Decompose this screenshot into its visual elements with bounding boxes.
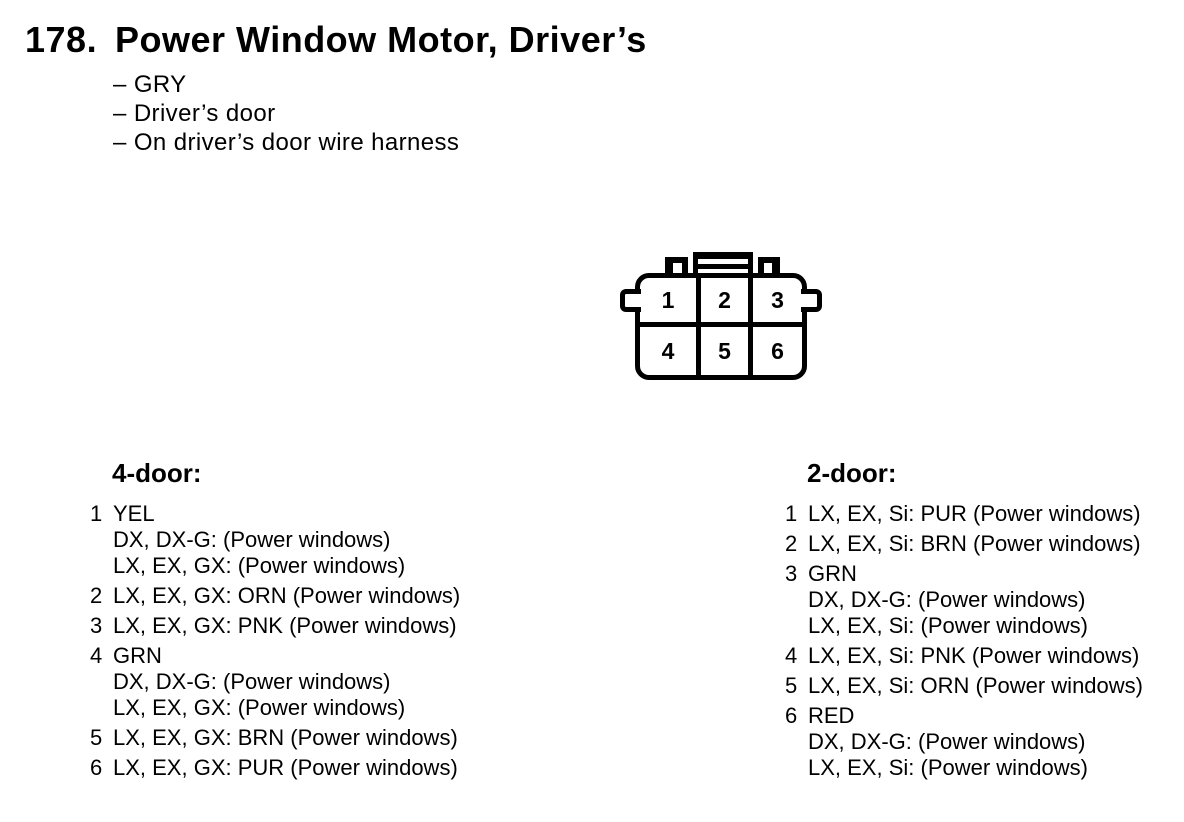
pin-entry-subline: LX, EX, Si: (Power windows)	[785, 755, 1180, 781]
pin-entry-subline: LX, EX, GX: (Power windows)	[90, 553, 510, 579]
pin-entry: 2 LX, EX, GX: ORN (Power windows)	[90, 583, 510, 609]
pin-entry-text: LX, EX, Si: PUR (Power windows)	[808, 501, 1141, 526]
pin-entry: 6 RED	[785, 703, 1180, 729]
pin-entry-number: 4	[785, 643, 798, 668]
pin-entry-subline: DX, DX-G: (Power windows)	[785, 587, 1180, 613]
connector-diagram: 1 2 3 4 5 6	[618, 251, 824, 383]
pin-entry: 5 LX, EX, GX: BRN (Power windows)	[90, 725, 510, 751]
pin-entry-text: GRN	[808, 561, 857, 586]
connector-pin-2: 2	[718, 286, 731, 313]
pin-entry-number	[785, 587, 808, 613]
pin-entry-number	[90, 669, 113, 695]
connector-tab-right	[758, 257, 780, 278]
pin-entry-number: 6	[785, 703, 798, 728]
pin-entry-subline: DX, DX-G: (Power windows)	[90, 527, 510, 553]
pin-entry-number: 4	[90, 643, 103, 668]
pin-entry: 3 GRN	[785, 561, 1180, 587]
pin-entry-number: 2	[90, 583, 103, 608]
pin-entry: 3 LX, EX, GX: PNK (Power windows)	[90, 613, 510, 639]
connector-pin-6: 6	[771, 337, 784, 364]
pin-entry-number	[785, 613, 808, 639]
connector-pin-1: 1	[661, 286, 675, 313]
heading-2-door: 2-door:	[807, 458, 897, 488]
pin-entry-text: LX, EX, GX: PNK (Power windows)	[113, 613, 457, 638]
pin-entry-number	[785, 729, 808, 755]
pin-entry: 1 YEL	[90, 501, 510, 527]
pin-entry-text: DX, DX-G: (Power windows)	[808, 587, 1086, 612]
pin-entry-text: LX, EX, GX: ORN (Power windows)	[113, 583, 461, 608]
pin-entry-text: YEL	[113, 501, 155, 526]
pin-entry-number: 3	[90, 613, 103, 638]
pin-entry: 4 GRN	[90, 643, 510, 669]
pin-entry-text: DX, DX-G: (Power windows)	[808, 729, 1086, 754]
pin-entry-text: DX, DX-G: (Power windows)	[113, 527, 391, 552]
pin-entry-text: DX, DX-G: (Power windows)	[113, 669, 391, 694]
pin-entry-text: GRN	[113, 643, 162, 668]
pin-entry-text: LX, EX, Si: ORN (Power windows)	[808, 673, 1143, 698]
pin-entry-text: LX, EX, Si: (Power windows)	[808, 613, 1088, 638]
page-title: 178. Power Window Motor, Driver’s	[25, 18, 647, 62]
pin-entry: 4 LX, EX, Si: PNK (Power windows)	[785, 643, 1180, 669]
pin-entry-subline: LX, EX, Si: (Power windows)	[785, 613, 1180, 639]
pin-entry-subline: DX, DX-G: (Power windows)	[785, 729, 1180, 755]
connector-ear-left	[620, 289, 641, 312]
connector-pin-4: 4	[661, 337, 675, 364]
title-number: 178.	[25, 19, 98, 60]
pin-entry-number: 3	[785, 561, 798, 586]
note-line-color: – GRY	[113, 71, 187, 98]
connector-pin-3: 3	[771, 286, 784, 313]
grid-divider-horizontal	[640, 322, 802, 327]
pin-entry: 5 LX, EX, Si: ORN (Power windows)	[785, 673, 1180, 699]
pin-entry-number	[90, 527, 113, 553]
connector-notes: – GRY – Driver’s door – On driver’s door…	[113, 70, 459, 157]
pin-entry-number	[90, 695, 113, 721]
pin-entry-text: LX, EX, Si: BRN (Power windows)	[808, 531, 1141, 556]
pin-entry-number: 2	[785, 531, 798, 556]
pin-entry-text: LX, EX, GX: BRN (Power windows)	[113, 725, 458, 750]
pin-entry-number	[785, 755, 808, 781]
pin-entry-subline: LX, EX, GX: (Power windows)	[90, 695, 510, 721]
heading-4-door: 4-door:	[112, 458, 202, 488]
pin-entry-number: 1	[90, 501, 103, 526]
pin-entry-text: LX, EX, Si: (Power windows)	[808, 755, 1088, 780]
pin-entry-text: LX, EX, Si: PNK (Power windows)	[808, 643, 1140, 668]
note-line-location: – Driver’s door	[113, 100, 276, 127]
pin-entry: 6 LX, EX, GX: PUR (Power windows)	[90, 755, 510, 781]
pin-entry-text: LX, EX, GX: (Power windows)	[113, 553, 406, 578]
pin-entry-text: LX, EX, GX: (Power windows)	[113, 695, 406, 720]
pin-entry: 1 LX, EX, Si: PUR (Power windows)	[785, 501, 1180, 527]
connector-pin-5: 5	[718, 337, 731, 364]
pin-entry-number: 1	[785, 501, 798, 526]
connector-tab-left	[665, 257, 688, 278]
connector-ear-right	[801, 289, 822, 312]
pin-entry: 2 LX, EX, Si: BRN (Power windows)	[785, 531, 1180, 557]
pin-entry-text: LX, EX, GX: PUR (Power windows)	[113, 755, 458, 780]
title-text: Power Window Motor, Driver’s	[115, 19, 647, 60]
pin-entry-number	[90, 553, 113, 579]
pin-entry-subline: DX, DX-G: (Power windows)	[90, 669, 510, 695]
pin-entry-number: 5	[785, 673, 798, 698]
latch-stripe	[698, 264, 748, 269]
pin-entry-text: RED	[808, 703, 855, 728]
note-line-harness: – On driver’s door wire harness	[113, 129, 460, 156]
pin-entry-number: 5	[90, 725, 103, 750]
pin-entry-number: 6	[90, 755, 103, 780]
